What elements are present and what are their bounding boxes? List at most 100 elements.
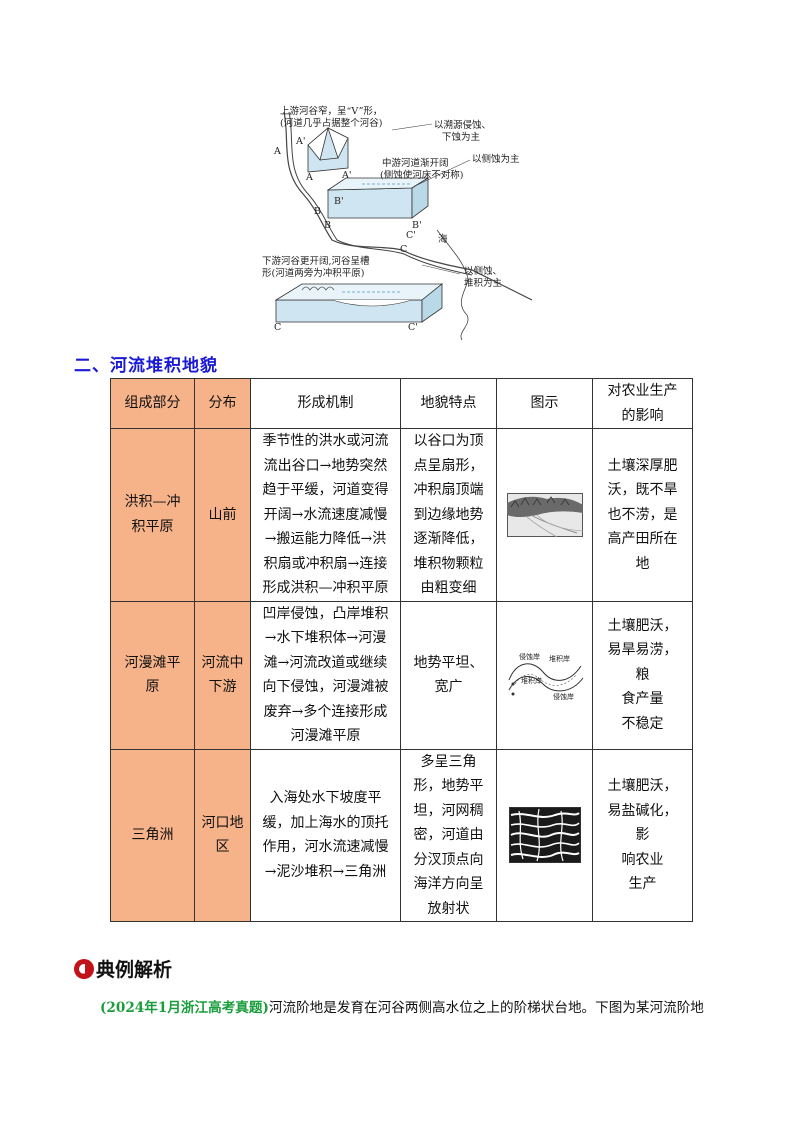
header-impact-line: 对农业生产 bbox=[607, 383, 678, 399]
cell-line: 影 bbox=[635, 827, 650, 843]
upper-process-1: 以溯源侵蚀、 bbox=[434, 120, 492, 131]
cell-line: 生产 bbox=[628, 876, 657, 892]
cell-line: →搬运能力降低→洪 bbox=[264, 531, 387, 547]
cell-line: 海洋方向呈 bbox=[413, 876, 484, 892]
cell-line: 趋于平缓，河道变得 bbox=[262, 482, 389, 498]
question-paragraph: (2024年1月浙江高考真题)河流阶地是发育在河谷两侧高水位之上的阶梯状台地。下… bbox=[100, 996, 704, 1016]
cell-line: 废弃→多个连接形成 bbox=[263, 703, 388, 720]
letter-a-prime-top: A' bbox=[296, 136, 306, 147]
cell-line: 易旱易涝， bbox=[607, 642, 678, 659]
table-row: 三角洲 河口地 区 入海处水下坡度平 缓，加上海水的顶托 作用，河水流速减慢 →… bbox=[110, 748, 693, 922]
cell-line: 凹岸侵蚀，凸岸堆积 bbox=[262, 605, 389, 622]
cell-line: 宽广 bbox=[434, 679, 463, 695]
cell-line: 滩→河流改道或继续 bbox=[263, 654, 388, 671]
cell-line: 作用，河水流速减慢 bbox=[262, 839, 389, 856]
cell-line: 冲积扇顶端 bbox=[413, 482, 484, 498]
cell-line: →泥沙堆积→三角洲 bbox=[264, 863, 387, 880]
cell-line: 河流中 bbox=[201, 654, 244, 671]
cell-impact: 土壤肥沃， 易旱易涝， 粮 食产量 不稳定 bbox=[592, 600, 693, 750]
letter-c-bottom: C bbox=[274, 322, 282, 333]
lower-note-2: 形(河道两旁为冲积平原) bbox=[262, 268, 365, 279]
letter-b-bottom: B bbox=[324, 220, 331, 231]
cell-line: 下游 bbox=[208, 679, 237, 695]
letter-c-prime-top: C' bbox=[406, 230, 416, 241]
cell-impact: 土壤肥沃， 易盐碱化， 影 响农业 生产 bbox=[592, 748, 693, 922]
cell-mechanism: 凹岸侵蚀，凸岸堆积 →水下堆积体→河漫 滩→河流改道或继续 向下侵蚀，河漫滩被 … bbox=[250, 600, 401, 750]
cell-line: 地 bbox=[635, 555, 650, 572]
cell-line: 地势平坦、 bbox=[413, 654, 484, 671]
cell-line: 粮 bbox=[635, 666, 650, 683]
cell-line: 区 bbox=[215, 839, 230, 856]
section-heading: 二、河流堆积地貌 bbox=[74, 356, 218, 376]
cell-illustration: 侵蚀岸 堆积岸 堆积岸 侵蚀岸 bbox=[496, 600, 593, 750]
cell-line: 响农业 bbox=[621, 851, 664, 868]
meander-diagram: 侵蚀岸 堆积岸 堆积岸 侵蚀岸 bbox=[508, 652, 584, 700]
cell-line: 也不涝，是 bbox=[607, 506, 678, 523]
block-lower bbox=[274, 283, 444, 323]
letter-a-prime: A' bbox=[342, 170, 352, 181]
cell-line: 分汊顶点向 bbox=[413, 851, 484, 868]
cell-line: 河漫滩平原 bbox=[290, 728, 361, 744]
cell-component: 河漫滩平 原 bbox=[110, 600, 195, 750]
cell-line: 土壤肥沃， bbox=[607, 778, 678, 794]
cell-line: 堆积物颗粒 bbox=[413, 555, 484, 572]
cell-line: 密，河道由 bbox=[413, 827, 484, 843]
question-text: 河流阶地是发育在河谷两侧高水位之上的阶梯状台地。下图为某河流阶地 bbox=[268, 1000, 704, 1016]
cell-line: 积平原 bbox=[131, 518, 174, 535]
cell-distribution: 河流中 下游 bbox=[194, 600, 251, 750]
letter-c-prime: C' bbox=[408, 322, 418, 333]
cell-line: →水下堆积体→河漫 bbox=[264, 630, 387, 646]
exemplar-title: 典例解析 bbox=[96, 959, 173, 981]
upper-note-2: (河道几乎占据整个河谷) bbox=[280, 118, 383, 129]
river-valley-diagram: 上游河谷窄，呈“V”形， (河道几乎占据整个河谷) 以溯源侵蚀、 下蚀为主 中游… bbox=[262, 100, 552, 341]
table-header-row: 组成部分 分布 形成机制 地貌特点 图示 对农业生产 的影响 bbox=[110, 378, 693, 429]
cell-line: 形成洪积—冲积平原 bbox=[262, 580, 389, 596]
sea-label: 海 bbox=[438, 234, 448, 245]
cell-line: 放射状 bbox=[427, 900, 470, 917]
exemplar-icon bbox=[74, 958, 94, 979]
header-component: 组成部分 bbox=[110, 378, 195, 429]
cell-line: 沃，既不旱 bbox=[607, 482, 678, 498]
cell-features: 多呈三角 形，地势平 坦，河网稠 密，河道由 分汊顶点向 海洋方向呈 放射状 bbox=[400, 748, 497, 922]
cell-line: 食产量 bbox=[621, 691, 664, 708]
lower-note-1: 下游河谷更开阔,河谷呈槽 bbox=[262, 256, 370, 267]
cell-mechanism: 入海处水下坡度平 缓，加上海水的顶托 作用，河水流速减慢 →泥沙堆积→三角洲 bbox=[250, 748, 401, 922]
cell-line: 开阔→水流速度减慢 bbox=[263, 506, 388, 523]
cell-line: 点呈扇形， bbox=[413, 457, 484, 474]
cell-line: 到边缘地势 bbox=[413, 506, 484, 523]
meander-label-deposit-bottom: 堆积岸 bbox=[521, 676, 542, 685]
upper-note-1: 上游河谷窄，呈“V”形， bbox=[280, 106, 383, 117]
cell-line: 原 bbox=[145, 679, 160, 695]
cell-line: 易盐碱化， bbox=[607, 802, 678, 819]
cell-distribution: 河口地 区 bbox=[194, 748, 251, 922]
header-mechanism: 形成机制 bbox=[250, 378, 401, 429]
letter-c: C bbox=[400, 244, 408, 255]
meander-label-erosion-top: 侵蚀岸 bbox=[519, 652, 540, 661]
letter-b-prime-top: B' bbox=[334, 196, 344, 207]
cell-impact: 土壤深厚肥 沃，既不旱 也不涝，是 高产田所在 地 bbox=[592, 428, 693, 602]
valley-illustration bbox=[274, 111, 533, 341]
cell-features: 以谷口为顶 点呈扇形， 冲积扇顶端 到边缘地势 逐渐降低， 堆积物颗粒 由粗变细 bbox=[400, 428, 497, 602]
cell-line: 土壤深厚肥 bbox=[607, 457, 678, 474]
cell-line: 以谷口为顶 bbox=[413, 433, 484, 449]
alluvial-fan-image bbox=[506, 492, 583, 537]
question-source: (2024年1月浙江高考真题) bbox=[100, 1000, 269, 1016]
cell-line: 河漫滩平 bbox=[124, 654, 181, 671]
cell-line: 形，地势平 bbox=[413, 778, 484, 794]
cell-component: 三角洲 bbox=[110, 748, 195, 922]
depositional-landforms-table: 组成部分 分布 形成机制 地貌特点 图示 对农业生产 的影响 洪积—冲 积平原 … bbox=[110, 378, 693, 922]
middle-process: 以侧蚀为主 bbox=[472, 154, 520, 165]
cell-line: 缓，加上海水的顶托 bbox=[262, 814, 389, 831]
letter-a-bottom: A bbox=[306, 172, 313, 183]
cell-line: 季节性的洪水或河流 bbox=[262, 433, 389, 449]
table-row: 河漫滩平 原 河流中 下游 凹岸侵蚀，凸岸堆积 →水下堆积体→河漫 滩→河流改道… bbox=[110, 600, 693, 750]
letter-b-prime: B' bbox=[412, 220, 422, 231]
cell-line: 高产田所在 bbox=[607, 531, 678, 547]
meander-label-deposit-top: 堆积岸 bbox=[549, 654, 570, 663]
letter-a: A bbox=[274, 146, 281, 157]
table-row: 洪积—冲 积平原 山前 季节性的洪水或河流 流出谷口→地势突然 趋于平缓，河道变… bbox=[110, 428, 693, 602]
block-upper bbox=[307, 126, 349, 173]
lower-process-1: 以侧蚀、 bbox=[464, 266, 503, 277]
cell-line: 逐渐降低， bbox=[413, 531, 484, 547]
exemplar-heading: 典例解析 bbox=[74, 955, 172, 982]
